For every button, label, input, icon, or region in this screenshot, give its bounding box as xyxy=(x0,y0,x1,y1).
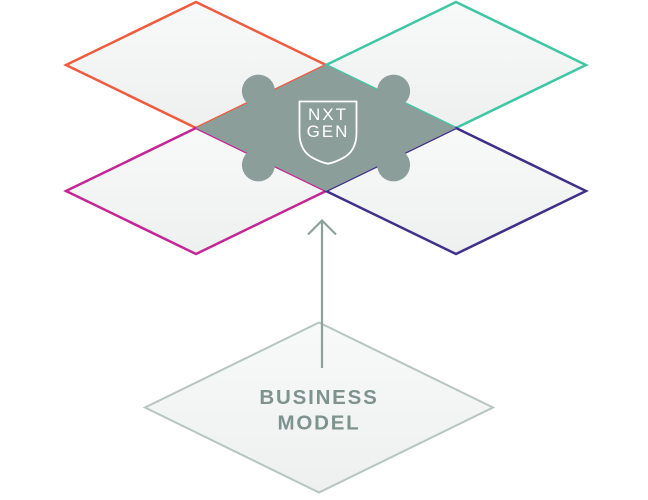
badge-text-line2: GEN xyxy=(307,122,350,141)
business-model-label-line2: MODEL xyxy=(277,412,360,435)
arrow-up-icon xyxy=(307,218,337,368)
business-model-label-line1: BUSINESS xyxy=(259,386,378,409)
business-model-diamond xyxy=(142,321,496,494)
shield-icon: NXT GEN xyxy=(298,100,358,165)
puzzle-piece-icon xyxy=(196,65,456,191)
badge-text-line1: NXT xyxy=(308,105,348,124)
